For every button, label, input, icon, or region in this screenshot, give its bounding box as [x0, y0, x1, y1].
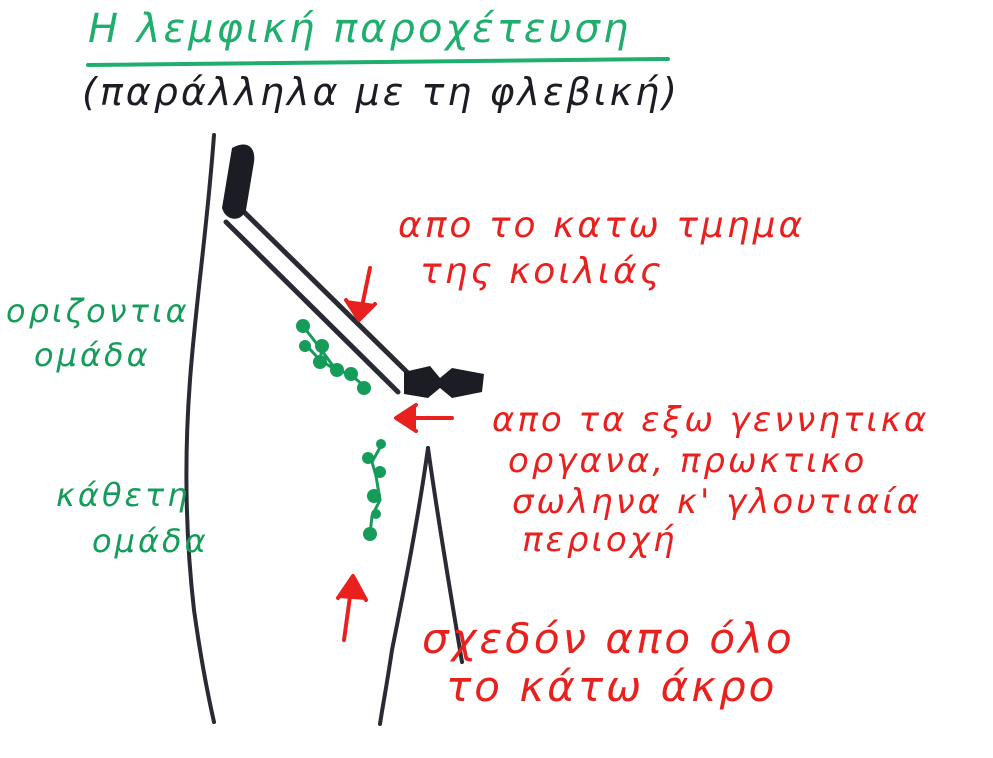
lymph-node: [374, 466, 386, 478]
inguinal-vessel-upper: [237, 205, 413, 378]
label-genital-line1: απο τα εξω γεννητικα: [492, 400, 930, 440]
lymph-node: [330, 363, 344, 377]
label-vertical-group-line1: κάθετη: [56, 476, 191, 514]
lymph-node: [299, 340, 311, 352]
label-genital-line2: οργανα, πρωκτικο: [508, 441, 868, 481]
pubic-tubercle-mark: [404, 366, 484, 398]
inguinal-vessel-lower: [223, 219, 401, 395]
iliac-spine-mark: [222, 144, 255, 219]
horizontal-node-group: [296, 319, 371, 395]
label-vertical-group-line2: ομάδα: [92, 522, 209, 560]
arrow-abdomen-icon: [344, 266, 377, 322]
label-horizontal-group-line2: ομάδα: [34, 336, 151, 374]
label-genital-line4: περιοχή: [522, 520, 678, 560]
lymph-node: [315, 339, 329, 353]
lymph-node: [376, 439, 386, 449]
lymph-node: [362, 452, 374, 464]
label-limb-line1: σχεδόν απο όλο: [422, 614, 795, 663]
vertical-node-group: [362, 439, 386, 541]
leg-outline-right: [426, 446, 464, 664]
lymph-node: [357, 381, 371, 395]
lymph-node: [313, 355, 327, 369]
trunk-outline: [184, 133, 216, 724]
lymph-node: [371, 509, 381, 519]
lymph-node: [363, 527, 377, 541]
lymph-node: [296, 319, 310, 333]
label-abdomen-line1: απο το κατω τμημα: [398, 205, 806, 246]
leg-outline-left: [378, 446, 430, 726]
lymph-node: [344, 367, 358, 381]
diagram-subtitle: (παράλληλα με τη φλεβική): [82, 70, 680, 114]
diagram-title: Η λεμφική παροχέτευση: [88, 6, 632, 52]
label-abdomen-line2: της κοιλιάς: [420, 251, 664, 292]
label-limb-line2: το κάτω άκρο: [446, 662, 778, 711]
arrow-limb-icon: [336, 574, 368, 642]
arrow-genital-icon: [394, 403, 454, 433]
label-genital-line3: σωληνα κ' γλουτιαία: [512, 482, 923, 522]
lymph-node: [367, 489, 381, 503]
label-horizontal-group-line1: οριζοντια: [6, 292, 190, 330]
